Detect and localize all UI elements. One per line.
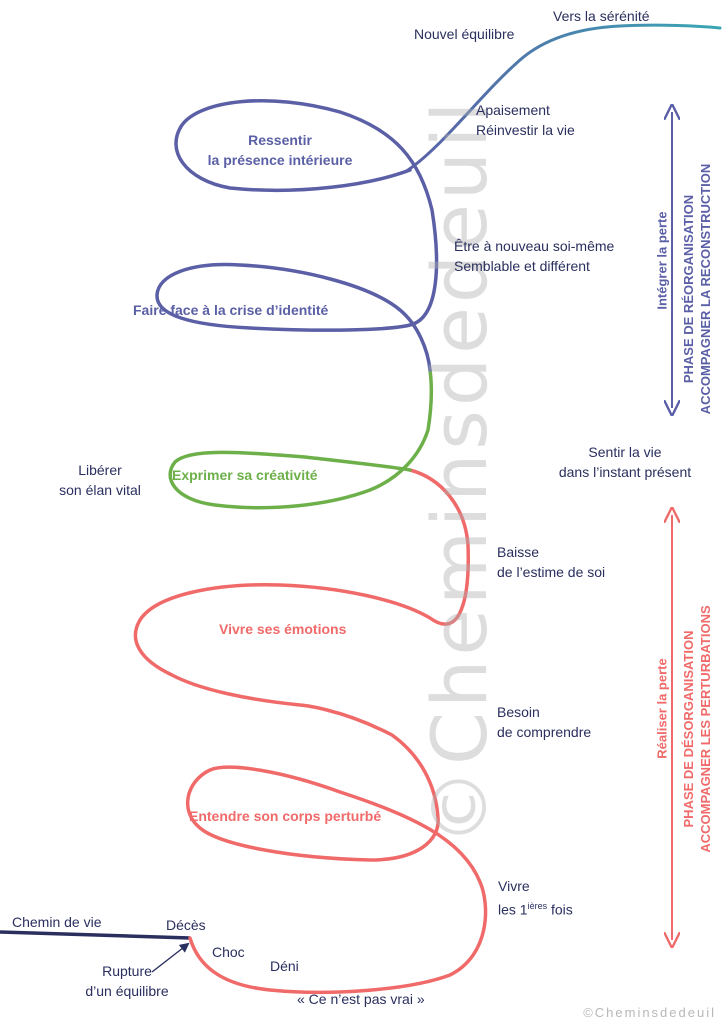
label-shock: Choc [212,944,245,960]
label-first-times: Vivre les 1ières fois [498,878,573,918]
disorg-phase-label: PHASE DE DÉSORGANISATION ACCOMPAGNER LES… [681,605,713,853]
blue-spiral [155,99,439,372]
rupture-arrow [151,942,190,973]
life-path-line [0,930,191,940]
top-path [403,23,722,174]
green-spiral [168,368,434,510]
label-new-balance: Nouvel équilibre [414,26,515,42]
copyright-text: ©Cheminsdedeuil [583,1005,716,1020]
title-identity: Faire face à la crise d’identité [133,302,329,318]
title-emotions: Vivre ses émotions [219,621,347,637]
watermark-vertical: ©Cheminsdedeuil [415,97,504,845]
disorg-realize-label: Réaliser la perte [654,658,670,759]
title-creativity: Exprimer sa créativité [172,467,318,483]
label-serenity: Vers la sérénité [553,8,650,24]
red-spiral [133,468,488,995]
label-life-path: Chemin de vie [12,914,102,930]
label-denial: Déni [270,958,299,974]
label-death: Décès [166,917,206,933]
reorg-phase-label: PHASE DE RÉORGANISATION ACCOMPAGNER LA R… [681,163,713,415]
reorg-integrate-label: Intégrer la perte [654,211,670,310]
label-not-true: « Ce n’est pas vrai » [297,991,425,1007]
title-body: Entendre son corps perturbé [189,808,382,824]
